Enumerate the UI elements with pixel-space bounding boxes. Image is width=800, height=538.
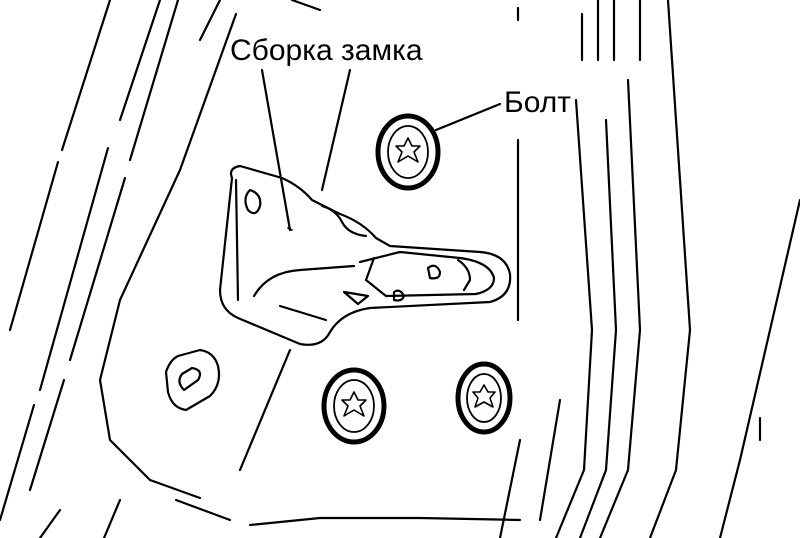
- door-frame-lines-left: [0, 0, 352, 538]
- bolt-bottom-left: [321, 367, 387, 445]
- bolt-bottom-right: [455, 361, 513, 435]
- bolt-top: [375, 113, 441, 191]
- lock-assembly-leader: [260, 68, 292, 232]
- door-pillar-lines-right: [248, 0, 800, 538]
- latch-opening: [164, 348, 221, 412]
- lock-assembly: [218, 164, 512, 346]
- bolt-leader: [434, 102, 502, 132]
- bolt-label: Болт: [504, 86, 571, 119]
- leader-lines: [260, 68, 502, 232]
- lock-assembly-label: Сборка замка: [230, 34, 423, 67]
